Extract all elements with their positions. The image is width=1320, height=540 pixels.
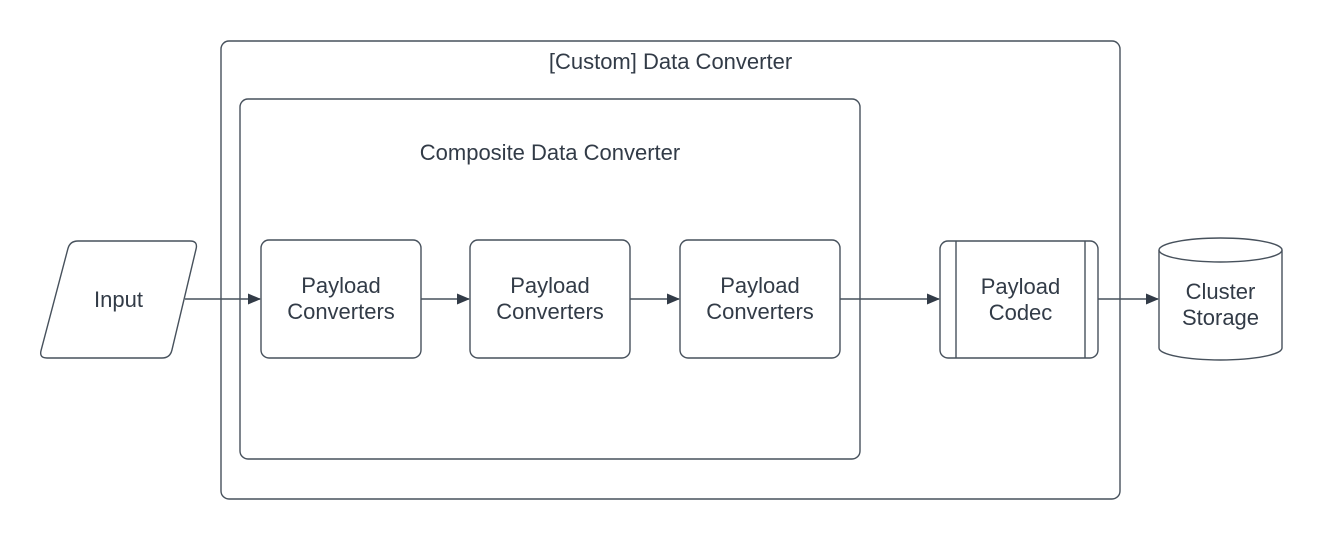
- storage-cylinder-body: [1158, 250, 1283, 361]
- outer-container-box: [220, 40, 1121, 500]
- inner-container-title: Composite Data Converter: [419, 140, 681, 165]
- outer-container-title: [Custom] Data Converter: [548, 49, 793, 74]
- input-node-shape: [39, 240, 198, 359]
- codec-node-label: Payload Codec: [980, 273, 1061, 325]
- storage-cylinder-top: [1158, 237, 1283, 263]
- storage-node-label: Cluster Storage: [1181, 279, 1260, 330]
- inner-container-box: [239, 98, 861, 460]
- converter2-node-label: Payload Converters: [496, 273, 604, 324]
- input-node-label: Input: [94, 286, 143, 312]
- converter1-node-label: Payload Converters: [287, 273, 395, 324]
- converter3-node-label: Payload Converters: [706, 273, 814, 324]
